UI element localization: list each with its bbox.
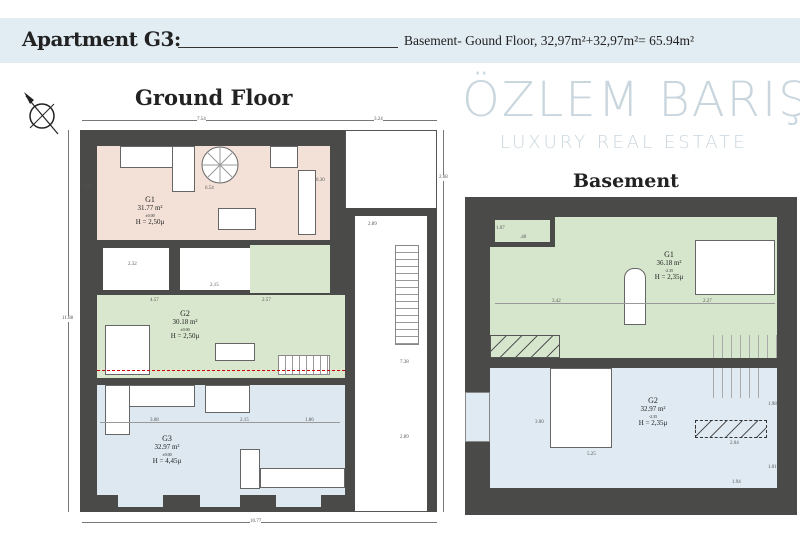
stove <box>270 146 298 168</box>
room-area: 31.77 m² <box>137 204 163 212</box>
dimension-label: 2.27 <box>703 299 712 304</box>
room-name: G1 <box>145 195 155 204</box>
dimension-label: 0.70 <box>84 185 93 190</box>
room-level: -2.35 <box>648 414 658 419</box>
sofa <box>172 146 195 192</box>
closet <box>695 420 767 438</box>
dimension-label: 2.68 <box>439 175 448 181</box>
room-area: 32.97 m² <box>154 443 180 451</box>
room-label-basement-g2: G2 32.97 m² -2.35 H = 2,35μ <box>628 396 678 428</box>
room-level: -2.35 <box>664 268 674 273</box>
dimension-label: 2.15 <box>210 283 219 288</box>
bathroom-2 <box>180 248 250 290</box>
room-name: G2 <box>180 309 190 318</box>
spiral-stairs-icon <box>201 146 239 184</box>
dimension-label: 3.08 <box>150 418 159 423</box>
dimension-label: 1.01 <box>768 465 777 470</box>
window <box>465 392 490 442</box>
window <box>118 495 163 507</box>
dining-table <box>215 343 255 361</box>
corridor-wall <box>427 216 437 512</box>
staircase <box>278 355 330 375</box>
equipment <box>624 268 646 325</box>
dimension-label: 1.07 <box>496 226 505 231</box>
door-alcove <box>495 220 550 242</box>
room-name: G2 <box>648 396 658 405</box>
basement-title: Basement <box>573 170 679 192</box>
room-label-basement-g1: G1 36.18 m² -2.35 H = 2,35μ <box>645 250 693 282</box>
area-summary: Basement- Gound Floor, 32,97m²+32,97m²= … <box>404 33 695 48</box>
dimension-label: 2.89 <box>368 222 377 227</box>
dimension-label: 0.30 <box>316 178 325 183</box>
dimension-label: 7.38 <box>400 360 409 365</box>
dimension-label: .40 <box>520 235 527 240</box>
room-height: H = 4,45μ <box>152 457 182 465</box>
dimension-line <box>82 120 437 121</box>
dimension-label: 3.42 <box>552 299 561 304</box>
dimension-label: 6.54 <box>205 186 214 191</box>
bed <box>695 240 775 295</box>
room-height: H = 2,35μ <box>654 273 684 281</box>
staircase <box>705 335 777 358</box>
dimension-label: 1.94 <box>732 480 741 485</box>
dimension-label: 1.98 <box>768 402 777 407</box>
watermark-brand: ÖZLEM BARIŞ <box>462 72 800 128</box>
room-area: 32.97 m² <box>640 405 666 413</box>
room-name: G3 <box>162 434 172 443</box>
dimension-label: 2.32 <box>128 262 137 267</box>
dimension-label: 1.86 <box>305 418 314 423</box>
ground-floor-title: Ground Floor <box>135 85 293 110</box>
sofa <box>105 385 130 435</box>
kitchenette <box>250 245 330 293</box>
room-area: 36.18 m² <box>656 259 682 267</box>
sofa <box>105 325 150 375</box>
room-name: G1 <box>664 250 674 259</box>
corridor <box>345 130 437 512</box>
dimension-label: 4.57 <box>150 298 159 303</box>
bathroom-1 <box>103 248 169 290</box>
window <box>276 495 321 507</box>
room-level: ±0.00 <box>145 213 155 218</box>
section-line <box>97 370 345 371</box>
room-label-g3: G3 32.97 m² ±0.00 H = 4,45μ <box>142 434 192 466</box>
dimension-line <box>495 303 775 304</box>
room-area: 30.18 m² <box>172 318 198 326</box>
room-height: H = 2,50μ <box>170 332 200 340</box>
corridor-wall <box>345 216 355 512</box>
room-level: ±0.00 <box>162 452 172 457</box>
apartment-title: Apartment G3: <box>22 27 181 51</box>
room-height: H = 2,35μ <box>638 419 668 427</box>
corridor-wall <box>345 208 437 216</box>
dimension-label: 11.88 <box>62 316 74 322</box>
kitchen-counter <box>298 170 316 235</box>
dimension-label: 2.57 <box>262 298 271 303</box>
dimension-label: 2.04 <box>730 441 739 446</box>
dimension-line <box>100 422 340 423</box>
dining-table <box>218 208 256 230</box>
kitchen-counter <box>260 468 345 488</box>
dimension-label: 7.54 <box>197 117 206 123</box>
bed <box>550 368 612 448</box>
room-level: ±0.00 <box>180 327 190 332</box>
dimension-label: 2.15 <box>240 418 249 423</box>
dimension-label: 3.00 <box>535 420 544 425</box>
staircase <box>395 245 419 345</box>
dimension-line <box>443 130 444 512</box>
north-arrow-icon <box>24 92 59 135</box>
shower <box>205 385 250 413</box>
room-label-g1: G1 31.77 m² ±0.00 H = 2,50μ <box>125 195 175 227</box>
kitchen-island <box>240 449 260 489</box>
header-band: Apartment G3: Basement- Gound Floor, 32,… <box>0 18 800 63</box>
dimension-label: 10.77 <box>250 519 262 525</box>
closet <box>490 335 560 358</box>
dimension-label: 3.24 <box>374 117 383 123</box>
staircase <box>705 368 765 398</box>
dimension-label: 2.89 <box>400 435 409 440</box>
title-underline <box>178 47 398 48</box>
window <box>200 495 240 507</box>
room-height: H = 2,50μ <box>135 218 165 226</box>
dimension-label: 5.25 <box>587 452 596 457</box>
watermark-tagline: LUXURY REAL ESTATE <box>500 132 748 153</box>
room-label-g2: G2 30.18 m² ±0.00 H = 2,50μ <box>160 309 210 341</box>
